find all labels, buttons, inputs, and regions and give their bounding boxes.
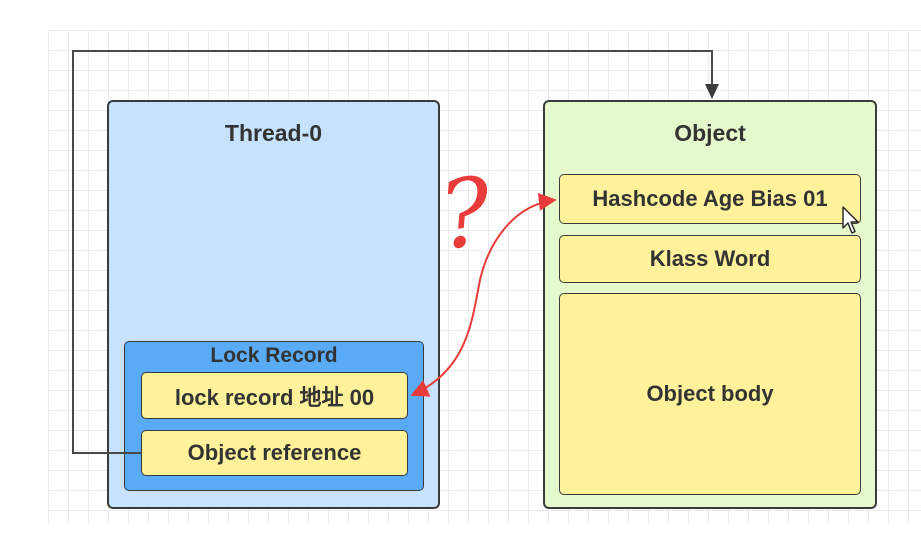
klass-word-field: Klass Word (559, 235, 861, 283)
reference-arrowhead (705, 84, 719, 99)
mouse-cursor-icon (842, 206, 859, 234)
lock-record-address-field: lock record 地址 00 (141, 372, 408, 419)
object-body-field: Object body (559, 293, 861, 495)
reference-connector (72, 50, 713, 454)
object-title: Object (674, 120, 746, 146)
swap-arrow (410, 192, 557, 397)
question-mark-annotation: ? (434, 157, 496, 272)
mark-word-field: Hashcode Age Bias 01 (559, 174, 861, 224)
thread-title: Thread-0 (224, 120, 323, 146)
lock-record-title: Lock Record (210, 344, 338, 367)
object-reference-field: Object reference (141, 430, 408, 476)
